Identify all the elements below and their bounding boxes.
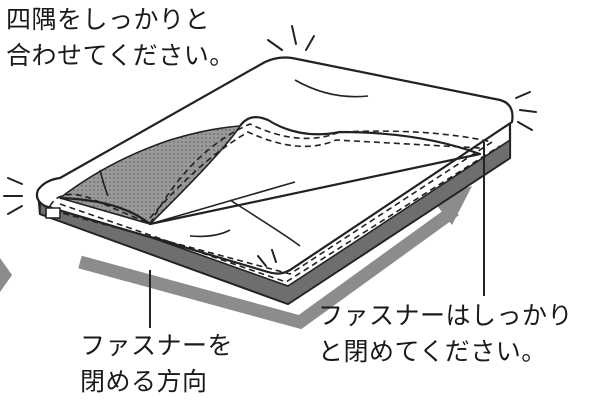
- corners-instruction-line-2: 合わせてください。: [6, 41, 235, 70]
- corner-sparkle-icon: [3, 25, 537, 267]
- zipper-close-instruction: ファスナーはしっかり と閉めてください。: [318, 298, 573, 370]
- zipper-direction-label: ファスナーを 閉める方向: [80, 328, 233, 400]
- corners-instruction-line-1: 四隅をしっかりと: [6, 5, 211, 34]
- zipper-direction-line-2: 閉める方向: [80, 367, 208, 396]
- previous-step-arrow-icon: [0, 258, 12, 292]
- zipper-close-line-1: ファスナーはしっかり: [318, 301, 574, 330]
- zipper-close-line-2: と閉めてください。: [318, 337, 547, 366]
- corners-instruction: 四隅をしっかりと 合わせてください。: [6, 2, 235, 74]
- cushion-cover: [35, 56, 514, 306]
- zipper-direction-line-1: ファスナーを: [80, 331, 234, 360]
